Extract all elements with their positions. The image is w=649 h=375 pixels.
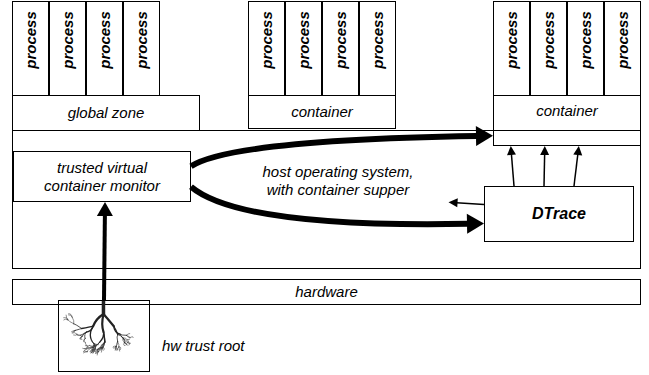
- zone-box: global zone: [12, 95, 200, 131]
- hardware-box: hardware: [12, 279, 641, 305]
- process-label: process: [540, 11, 558, 69]
- thin-arrow: [449, 198, 484, 207]
- process-box: process: [567, 1, 604, 96]
- box-label: DTrace: [532, 204, 586, 223]
- thin-arrow: [507, 146, 516, 186]
- process-label: process: [258, 11, 276, 69]
- process-label: process: [577, 11, 595, 69]
- process-box: process: [49, 1, 86, 96]
- process-label: process: [22, 11, 40, 69]
- container-box: container: [493, 95, 641, 146]
- monitor-box: trusted virtual container monitor: [13, 151, 191, 202]
- host-os-box: host operating system, with container su…: [12, 130, 641, 269]
- process-label: process: [332, 11, 350, 69]
- container-box: container: [248, 95, 396, 129]
- process-box: process: [123, 1, 160, 96]
- process-box: process: [604, 1, 641, 96]
- dtrace-box: DTrace: [484, 186, 634, 242]
- thin-arrow: [573, 146, 582, 186]
- process-label: process: [369, 11, 387, 69]
- thick-arrow: [191, 126, 493, 166]
- process-label: process: [59, 11, 77, 69]
- process-box: process: [493, 1, 530, 96]
- thick-arrow: [97, 202, 113, 300]
- process-label: process: [503, 11, 521, 69]
- process-label: process: [96, 11, 114, 69]
- process-box: process: [12, 1, 49, 96]
- process-label: process: [133, 11, 151, 69]
- box-label: container: [291, 103, 353, 121]
- box-label: hw trust root: [162, 337, 245, 355]
- process-label: process: [614, 11, 632, 69]
- box-label: container: [494, 96, 640, 120]
- process-box: process: [248, 1, 285, 96]
- box-label: host operating system, with container su…: [249, 163, 427, 199]
- thin-arrow: [540, 146, 549, 186]
- process-box: process: [359, 1, 396, 96]
- process-label: process: [295, 11, 313, 69]
- trust-root-box: hw trust root: [58, 300, 150, 372]
- box-label: hardware: [295, 283, 358, 301]
- box-label: trusted virtual container monitor: [35, 159, 170, 195]
- roots-illustration: [59, 301, 148, 370]
- process-box: process: [322, 1, 359, 96]
- process-box: process: [86, 1, 123, 96]
- process-box: process: [530, 1, 567, 96]
- box-label: global zone: [68, 104, 145, 122]
- process-box: process: [285, 1, 322, 96]
